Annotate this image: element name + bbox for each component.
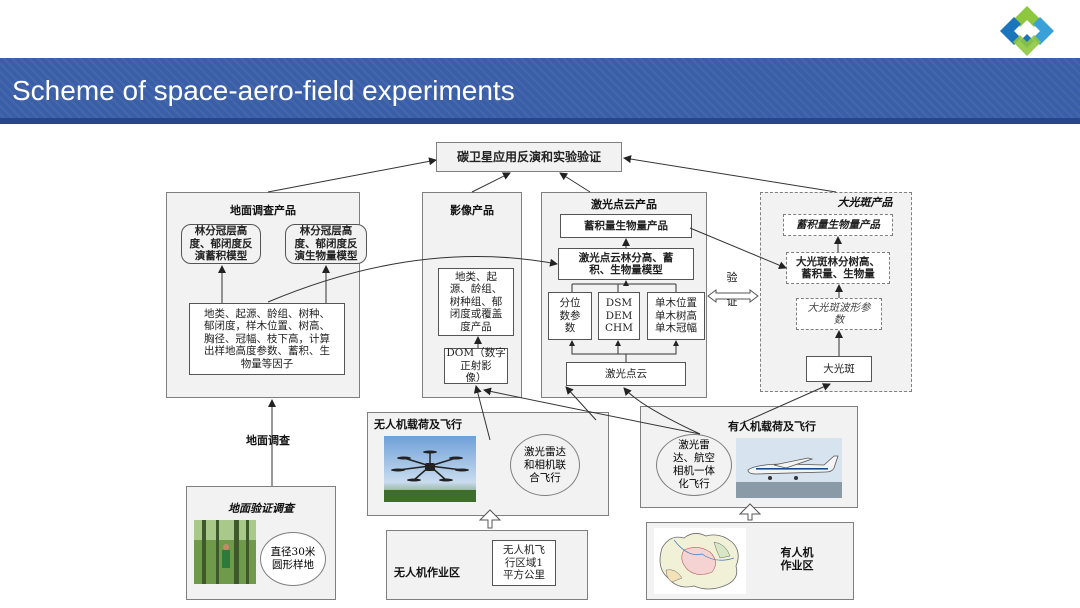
- waveform-params-box: 大光斑波形参 数: [796, 298, 882, 330]
- circular-plot-circle: 直径30米 圆形样地: [260, 532, 326, 586]
- plot-factors-box: 地类、起源、龄组、树种、 郁闭度，样木位置、树高、 胸径、冠幅、枝下高，计算 出…: [189, 303, 345, 375]
- large-footprint-heading: 大光斑产品: [837, 196, 893, 209]
- ground-products-heading: 地面调查产品: [230, 204, 296, 217]
- survey-area-map: [654, 528, 746, 594]
- uav-joint-flight-circle: 激光雷达 和相机联 合飞行: [510, 434, 580, 496]
- experiment-scheme-diagram: 碳卫星应用反演和实验验证 地面调查产品 林分冠层高 度、郁闭度反 演蓄积模型 林…: [0, 128, 1080, 608]
- quantile-params-box: 分位 数参 数: [548, 292, 592, 340]
- uav-area-label: 无人机作业区: [394, 566, 460, 579]
- uav-photo: [384, 436, 476, 502]
- dsm-dem-chm-box: DSM DEM CHM: [598, 292, 640, 340]
- single-tree-box: 单木位置 单木树高 单木冠幅: [647, 292, 705, 340]
- biomass-model-box: 林分冠层高 度、郁闭度反 演生物量模型: [285, 224, 367, 264]
- dom-box: DOM（数字 正射影 像）: [444, 347, 508, 384]
- carbon-satellite-box: 碳卫星应用反演和实验验证: [436, 142, 622, 172]
- ground-validation-heading: 地面验证调查: [228, 502, 294, 515]
- footprint-volume-box: 蓄积量生物量产品: [783, 214, 893, 236]
- title-bar: [0, 58, 1080, 124]
- uav-area-detail-box: 无人机飞 行区域1 平方公里: [492, 540, 556, 586]
- landcover-products-box: 地类、起 源、龄组、 树种组、郁 闭度或覆盖 度产品: [438, 268, 514, 336]
- slide-title: Scheme of space-aero-field experiments: [12, 75, 515, 106]
- connector-arrows: [218, 155, 843, 529]
- footprint-stand-box: 大光斑林分树高、 蓄积量、生物量: [786, 252, 890, 284]
- aircraft-photo: [736, 438, 842, 498]
- uav-flight-heading: 无人机载荷及飞行: [374, 418, 462, 431]
- stock-model-box: 林分冠层高 度、郁闭度反 演蓄积模型: [181, 224, 261, 264]
- large-footprint-box: 大光斑: [806, 356, 872, 382]
- manned-integrated-flight-circle: 激光雷 达、航空 相机一体 化飞行: [656, 434, 732, 496]
- manned-area-label: 有人机 作业区: [780, 546, 814, 572]
- forest-plot-photo: [194, 520, 256, 584]
- image-products-heading: 影像产品: [450, 204, 494, 217]
- ground-survey-label: 地面调查: [246, 434, 290, 447]
- manned-flight-heading: 有人机载荷及飞行: [728, 420, 816, 433]
- point-cloud-box: 激光点云: [566, 362, 686, 386]
- lidar-products-heading: 激光点云产品: [591, 198, 657, 211]
- lidar-stand-model-box: 激光点云林分高、蓄 积、生物量模型: [558, 248, 694, 280]
- lidar-volume-product-box: 蓄积量生物量产品: [560, 214, 692, 238]
- company-logo-icon: [1000, 6, 1054, 56]
- validation-label: 验 证: [726, 271, 738, 308]
